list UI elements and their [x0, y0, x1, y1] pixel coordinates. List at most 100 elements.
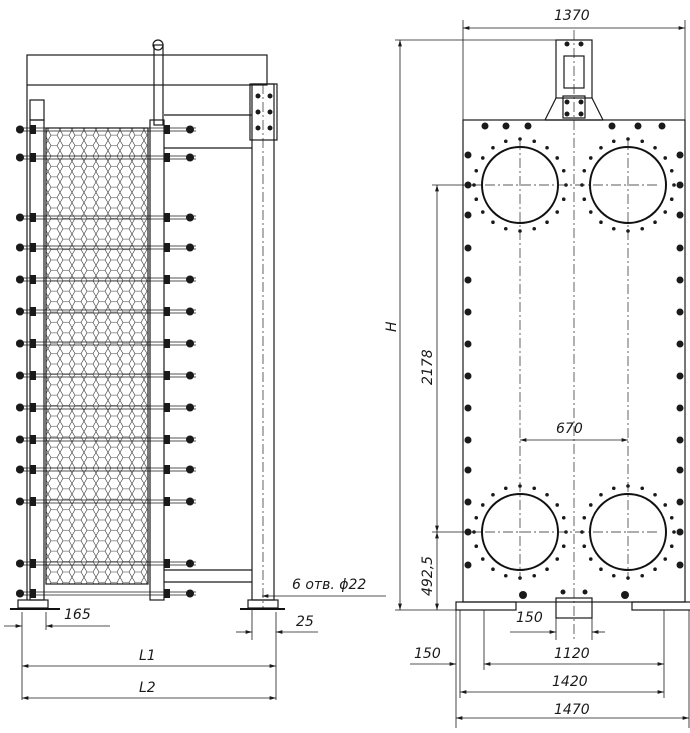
- frame-bolt: [676, 244, 684, 252]
- flange-bolt: [561, 515, 566, 520]
- flange-bolt: [582, 168, 587, 173]
- flange-bolt: [532, 139, 537, 144]
- dim-1470: 1470: [554, 702, 590, 718]
- frame-bolt: [481, 122, 489, 130]
- flange-bolt: [611, 226, 616, 231]
- frame-bolt: [676, 151, 684, 159]
- flange-bolt: [663, 503, 668, 507]
- flange-bolt: [582, 197, 587, 202]
- plate-pack: [45, 127, 149, 585]
- flange-bolt: [480, 156, 485, 160]
- flange-bolt: [588, 210, 593, 214]
- flange-bolt: [599, 567, 603, 572]
- dim-492-5: 492,5: [420, 556, 436, 596]
- tie-bolt: [16, 559, 196, 568]
- tie-bolt: [16, 275, 196, 284]
- flange-bolt: [588, 503, 593, 507]
- tie-bolt: [16, 371, 196, 380]
- flange-bolt: [545, 567, 549, 572]
- tie-bolt: [16, 403, 196, 412]
- frame-bolt: [676, 404, 684, 412]
- flange-bolt: [626, 137, 630, 141]
- flange-bolt: [669, 544, 674, 549]
- frame-bolt: [502, 122, 510, 130]
- flange-bolt: [545, 492, 549, 497]
- flange-bolt: [611, 486, 616, 491]
- frame-bolt: [676, 181, 684, 189]
- frame-bolt: [676, 528, 684, 536]
- tie-bolt: [16, 153, 196, 162]
- flange-bolt: [545, 145, 549, 150]
- frame-bolts: [464, 122, 684, 569]
- dim-1120: 1120: [554, 646, 590, 662]
- flange-bolt: [561, 197, 566, 202]
- flange-bolt: [640, 486, 645, 491]
- flange-bolt: [663, 210, 668, 214]
- top-bracket: [555, 39, 593, 99]
- flange-bolt: [532, 573, 537, 578]
- base-right-foot: [631, 601, 690, 611]
- dim-h: H: [384, 321, 400, 332]
- dim-150-bracket: 150: [516, 610, 543, 626]
- frame-bolt: [676, 211, 684, 219]
- frame-bolt: [464, 404, 472, 412]
- frame-bolt: [464, 372, 472, 380]
- frame-bolt: [464, 498, 472, 506]
- holes-note: 6 отв. ϕ22: [292, 577, 366, 593]
- dim-25: 25: [296, 614, 314, 630]
- flange-bolt: [653, 567, 657, 572]
- flange-bolt: [663, 557, 668, 561]
- bottom-bracket: [555, 597, 593, 619]
- flange-bolt: [599, 492, 603, 497]
- flange-bolt: [640, 226, 645, 231]
- frame-bolt: [676, 436, 684, 444]
- base-left-foot: [455, 601, 517, 611]
- frame-bolt: [464, 211, 472, 219]
- port-flange-bolts: [472, 137, 676, 580]
- flange-bolt: [491, 492, 495, 497]
- front-view: 1370 H 2178 492,5 670 150 150 1120: [384, 8, 690, 728]
- lifting-post: [153, 44, 164, 126]
- flange-bolt: [503, 139, 508, 144]
- frame-bolt: [676, 498, 684, 506]
- frame-bolt: [464, 466, 472, 474]
- dim-1370: 1370: [554, 8, 590, 24]
- flange-bolt: [640, 139, 645, 144]
- frame-bolt: [524, 122, 532, 130]
- flange-bolt: [588, 156, 593, 160]
- flange-bolt: [555, 503, 560, 507]
- flange-bolt: [491, 567, 495, 572]
- flange-bolt: [480, 557, 485, 561]
- flange-bolt: [532, 226, 537, 231]
- flange-bolt: [611, 139, 616, 144]
- flange-bolt: [611, 573, 616, 578]
- tie-bolt: [16, 589, 196, 598]
- flange-bolt: [555, 156, 560, 160]
- tie-bolt: [16, 243, 196, 252]
- flange-bolt: [582, 515, 587, 520]
- flange-bolt: [669, 197, 674, 202]
- frame-bolt: [658, 122, 666, 130]
- frame-bolt: [676, 561, 684, 569]
- flange-bolt: [555, 210, 560, 214]
- flange-bolt: [555, 557, 560, 561]
- flange-bolt: [503, 486, 508, 491]
- tie-bolt: [16, 497, 196, 506]
- dim-l1: L1: [139, 648, 156, 664]
- flange-bolt: [653, 220, 657, 225]
- flange-bolt: [561, 544, 566, 549]
- tie-bolt: [16, 339, 196, 348]
- flange-bolt: [474, 197, 479, 202]
- column-head-plate: [249, 83, 278, 141]
- fixed-frame-plate: [29, 119, 45, 601]
- flange-bolt: [491, 220, 495, 225]
- frame-bolt: [676, 372, 684, 380]
- flange-bolt: [503, 226, 508, 231]
- flange-bolt: [532, 486, 537, 491]
- frame-bolt: [464, 436, 472, 444]
- frame-bolt: [676, 276, 684, 284]
- flange-bolt: [599, 220, 603, 225]
- flange-bolt: [599, 145, 603, 150]
- frame-bolt: [464, 308, 472, 316]
- flange-bolt: [588, 557, 593, 561]
